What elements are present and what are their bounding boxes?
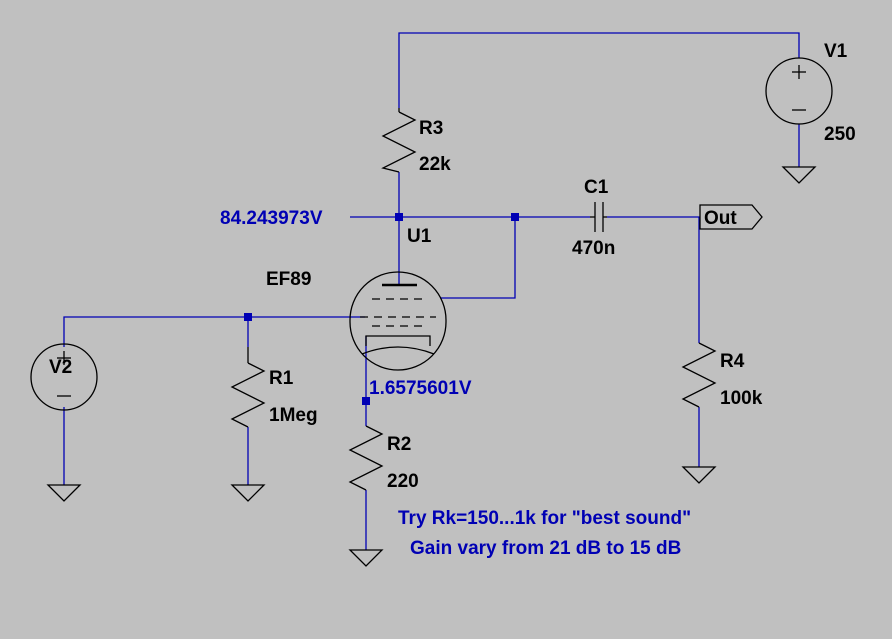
voltage-source-v2[interactable] xyxy=(30,343,98,411)
voltage-source-v1[interactable] xyxy=(765,57,833,125)
ground-r1 xyxy=(230,484,266,502)
anode-voltage-label: 84.243973V xyxy=(220,208,323,229)
junction-screen xyxy=(511,213,519,221)
c1-name: C1 xyxy=(584,177,609,198)
v2-name: V2 xyxy=(49,357,72,378)
r2-value: 220 xyxy=(387,471,419,492)
ground-r4 xyxy=(681,466,717,484)
resistor-r3[interactable] xyxy=(381,108,417,173)
capacitor-c1[interactable] xyxy=(590,202,607,232)
ground-v1 xyxy=(781,166,817,184)
annotation-line-1: Try Rk=150...1k for "best sound" xyxy=(398,508,691,529)
r4-name: R4 xyxy=(720,351,745,372)
resistor-r4[interactable] xyxy=(681,342,717,408)
r2-name: R2 xyxy=(387,434,411,455)
u1-name: U1 xyxy=(407,226,432,247)
c1-value: 470n xyxy=(572,238,615,259)
r1-value: 1Meg xyxy=(269,405,318,426)
resistor-r2[interactable] xyxy=(348,425,384,491)
u1-model: EF89 xyxy=(266,269,311,290)
ground-r2 xyxy=(348,549,384,567)
junctions xyxy=(244,213,519,405)
junction-cathode xyxy=(362,397,370,405)
v1-name: V1 xyxy=(824,41,848,62)
junction-anode xyxy=(395,213,403,221)
output-port-label: Out xyxy=(704,208,737,229)
wire-supply-rail xyxy=(398,32,800,108)
wires xyxy=(63,32,800,550)
wire-screen-grid xyxy=(440,217,516,299)
r3-name: R3 xyxy=(419,118,443,139)
v1-value: 250 xyxy=(824,124,856,145)
r4-value: 100k xyxy=(720,388,763,409)
output-port[interactable] xyxy=(699,204,763,230)
r1-name: R1 xyxy=(269,368,294,389)
junction-grid xyxy=(244,313,252,321)
annotation-line-2: Gain vary from 21 dB to 15 dB xyxy=(410,538,681,559)
resistor-r1[interactable] xyxy=(230,347,266,428)
wire-grid xyxy=(63,316,365,347)
cathode-voltage-label: 1.6575601V xyxy=(369,378,472,399)
r3-value: 22k xyxy=(419,154,451,175)
pentode-tube-u1[interactable] xyxy=(349,271,447,371)
ground-v2 xyxy=(46,484,82,502)
